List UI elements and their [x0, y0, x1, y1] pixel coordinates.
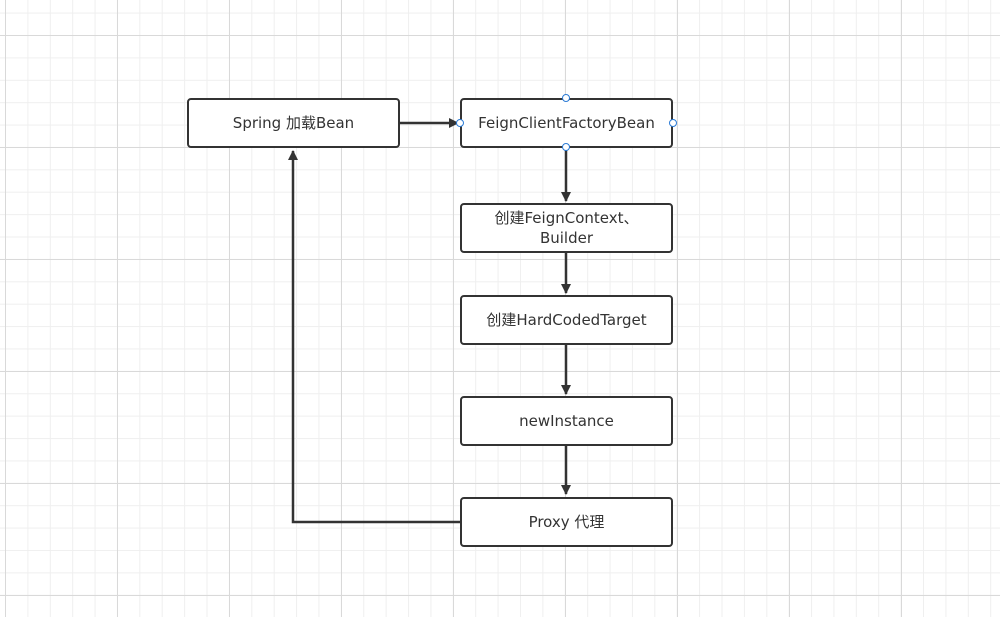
node-proxy[interactable]: Proxy 代理 [460, 497, 673, 547]
selection-handle-top[interactable] [562, 94, 570, 102]
selection-handle-bottom[interactable] [562, 143, 570, 151]
node-new-instance[interactable]: newInstance [460, 396, 673, 446]
edge-proxy-to-spring[interactable] [288, 150, 460, 524]
selection-handle-left[interactable] [456, 119, 464, 127]
selection-handle-right[interactable] [669, 119, 677, 127]
node-create-hard-coded-target[interactable]: 创建HardCodedTarget [460, 295, 673, 345]
node-spring-load-bean[interactable]: Spring 加载Bean [187, 98, 400, 148]
node-create-feign-context-builder[interactable]: 创建FeignContext、 Builder [460, 203, 673, 253]
node-feign-client-factory-bean[interactable]: FeignClientFactoryBean [460, 98, 673, 148]
